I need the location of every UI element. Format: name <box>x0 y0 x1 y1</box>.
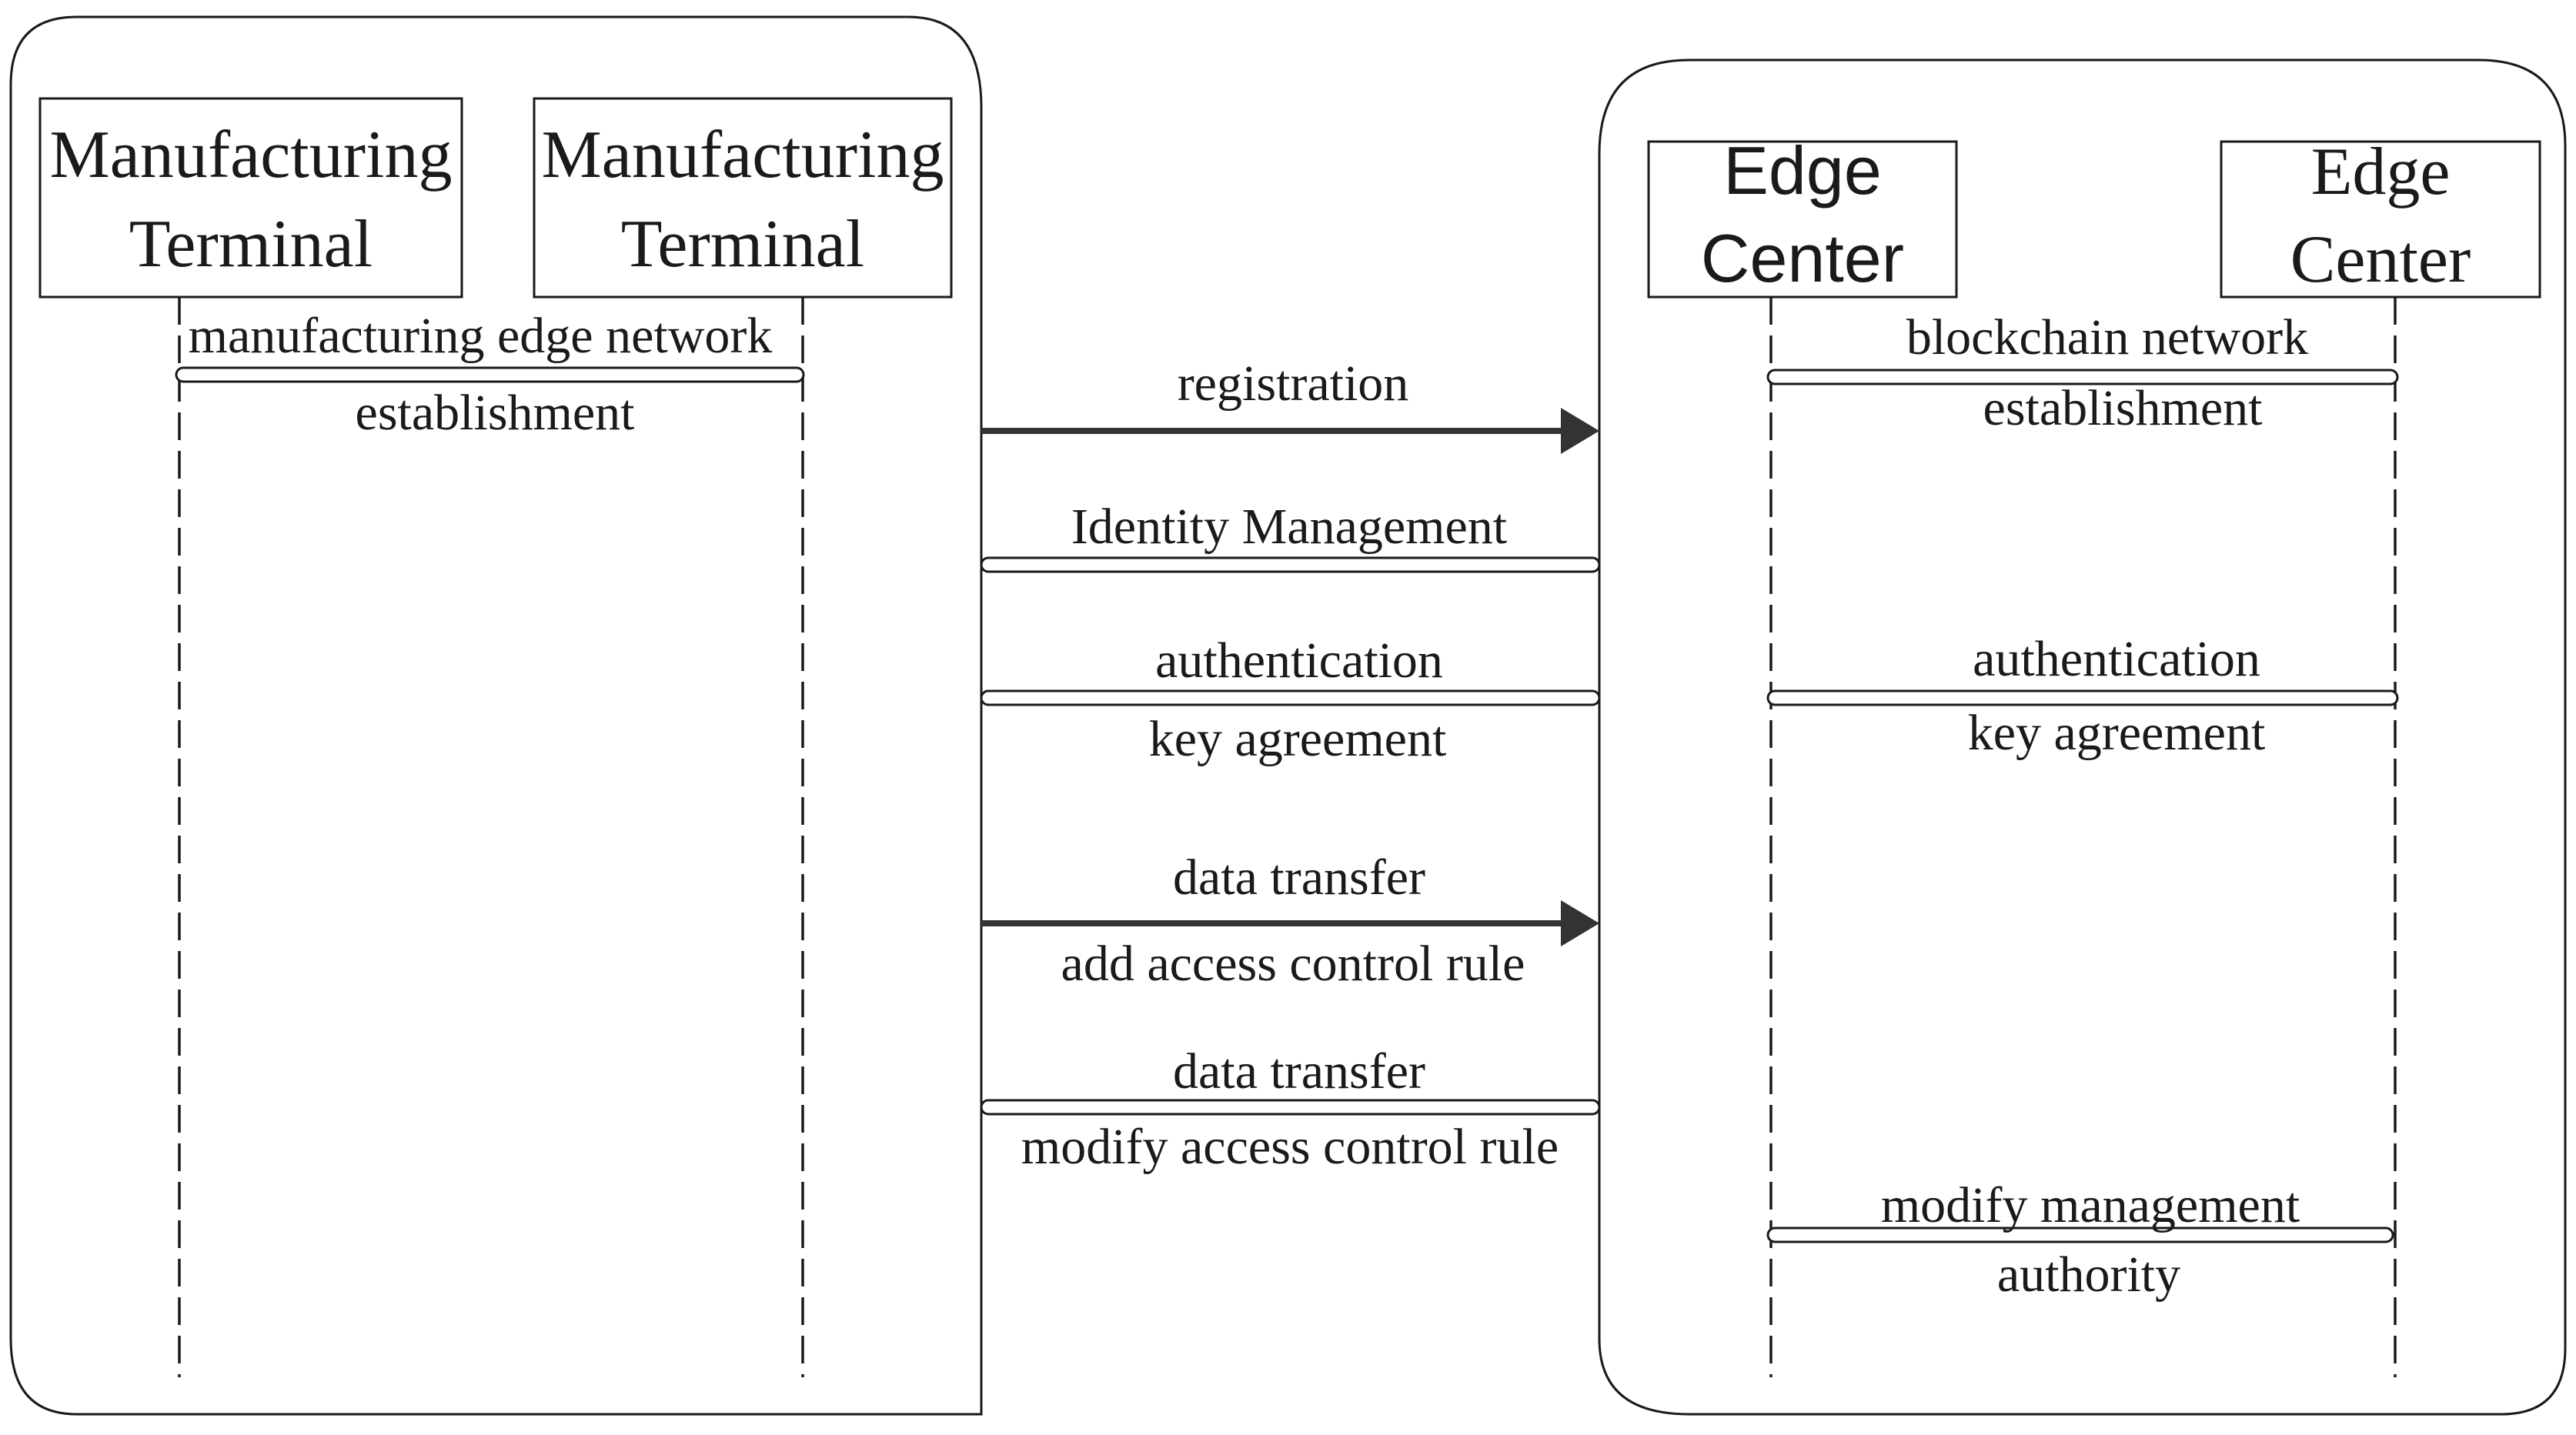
manufacturing-terminal-1-line2: Terminal <box>129 207 373 282</box>
msg-bar-identity <box>980 556 1601 573</box>
msg-bar-edge-network <box>175 366 805 383</box>
manufacturing-terminal-box-2 <box>533 97 953 299</box>
manufacturing-terminal-box-1 <box>38 97 463 299</box>
manufacturing-terminal-1-line1: Manufacturing <box>50 118 453 192</box>
label-transfer-2: data transfer <box>1173 1043 1425 1100</box>
msg-bar-modify-authority <box>1766 1226 2394 1243</box>
label-registration: registration <box>1178 355 1409 412</box>
edge-center-box-2 <box>2220 140 2541 299</box>
manufacturing-terminal-2-line2: Terminal <box>621 207 864 282</box>
msg-bar-transfer-2 <box>980 1099 1601 1116</box>
edge-center-1-line2: Center <box>1701 220 1904 296</box>
label-key-agreement-between: key agreement <box>1149 711 1447 767</box>
label-edge-network: manufacturing edge network <box>189 308 773 364</box>
label-add-access-rule: add access control rule <box>1061 936 1525 992</box>
label-identity-management: Identity Management <box>1071 499 1507 555</box>
edge-center-box-1 <box>1647 140 1958 299</box>
arrow-transfer-1-head <box>1561 900 1599 946</box>
label-blockchain: blockchain network <box>1906 309 2308 365</box>
msg-bar-auth-edge <box>1766 689 2399 706</box>
label-authority: authority <box>1997 1246 2180 1303</box>
arrow-registration-head <box>1561 408 1599 454</box>
label-auth-edge: authentication <box>1973 631 2260 687</box>
label-auth-between: authentication <box>1155 632 1443 689</box>
msg-bar-blockchain <box>1766 369 2399 385</box>
label-blockchain-establishment: establishment <box>1983 380 2263 436</box>
label-edge-network-establishment: establishment <box>356 385 635 441</box>
label-transfer-1: data transfer <box>1173 849 1425 906</box>
edge-center-2-line2: Center <box>2290 222 2471 297</box>
manufacturing-terminal-2-line1: Manufacturing <box>542 118 944 192</box>
edge-group-container <box>1598 58 2567 1416</box>
edge-center-2-line1: Edge <box>2311 135 2451 209</box>
label-key-agreement-edge: key agreement <box>1968 705 2266 761</box>
edge-center-1-line1: Edge <box>1723 132 1882 209</box>
label-modify-access-rule: modify access control rule <box>1021 1119 1559 1175</box>
manufacturing-group-container <box>9 15 983 1416</box>
msg-bar-auth-between <box>980 689 1601 706</box>
label-modify-management: modify management <box>1881 1177 2300 1233</box>
